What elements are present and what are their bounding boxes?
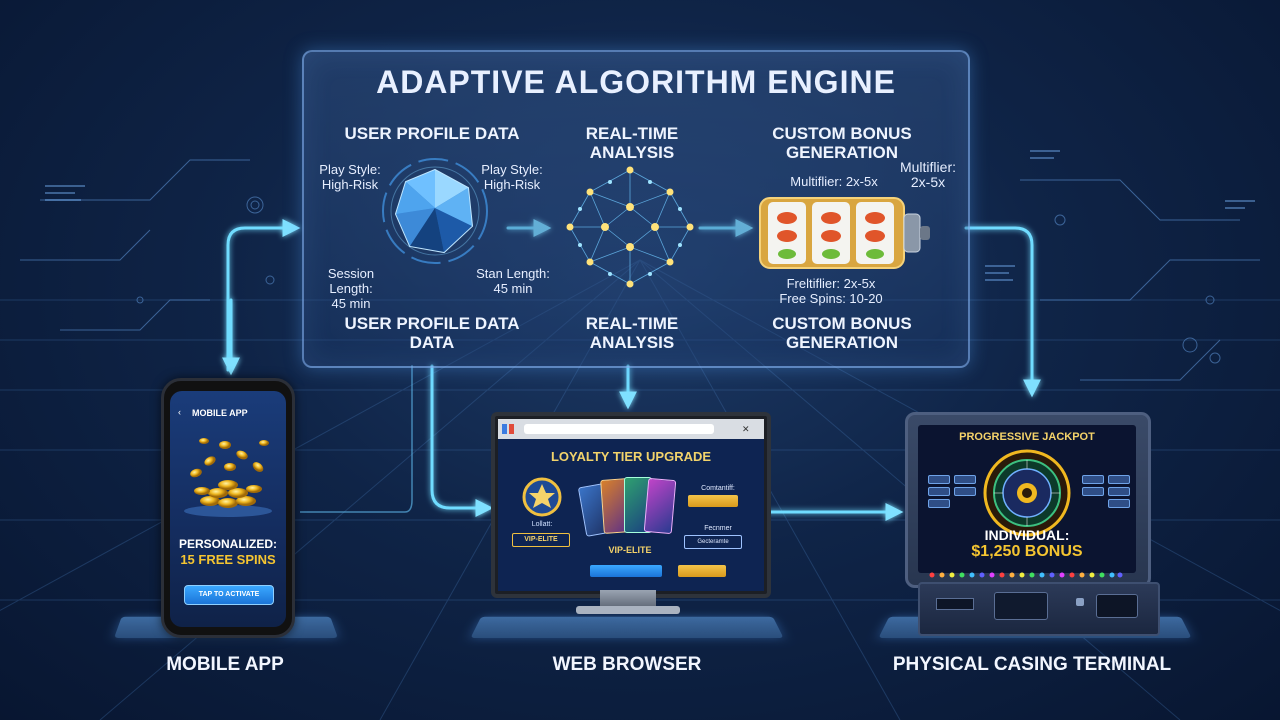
- phone-offer-line2: 15 FREE SPINS: [180, 552, 276, 567]
- user-profile-heading: USER PROFILE DATA: [344, 124, 520, 143]
- web-label: WEB BROWSER: [552, 654, 702, 675]
- phone-offer-line1: PERSONALIZED:: [178, 537, 277, 551]
- card-slot[interactable]: [936, 598, 974, 610]
- back-icon[interactable]: ‹: [178, 407, 181, 417]
- jackpot-line2: $1,250 BONUS: [971, 543, 1083, 560]
- monitor-foot: [576, 606, 680, 614]
- right-label2: Fecnmer: [704, 525, 732, 532]
- terminal-option[interactable]: [1108, 475, 1130, 484]
- terminal-base: [918, 582, 1160, 636]
- terminal-option[interactable]: [928, 475, 950, 484]
- reward-button[interactable]: [688, 495, 738, 507]
- tier-card: [643, 477, 677, 535]
- right-label1: Comtantiff:: [701, 485, 735, 492]
- mobile-label: MOBILE APP: [166, 654, 284, 675]
- engine-panel: ADAPTIVE ALGORITHM ENGINE USER PROFILE D…: [302, 50, 970, 368]
- secondary-action-button[interactable]: [678, 565, 726, 577]
- play-style-right: Play Style:High-Risk: [481, 162, 543, 192]
- gem-icon: [382, 158, 488, 264]
- right-box2: Gecteramte: [684, 535, 742, 549]
- terminal-option[interactable]: [928, 487, 950, 496]
- jackpot-line1: INDIVIDUAL:: [984, 527, 1070, 543]
- web-platform: [470, 616, 784, 638]
- neural-network-icon: [566, 166, 694, 288]
- terminal-option[interactable]: [928, 499, 950, 508]
- close-icon[interactable]: ✕: [742, 424, 750, 434]
- session-length-right: Stan Length:45 min: [476, 266, 550, 296]
- loyalty-banner: LOYALTY TIER UPGRADE: [550, 449, 712, 464]
- primary-action-button[interactable]: [590, 565, 662, 577]
- roulette-wheel-icon: [983, 449, 1071, 537]
- terminal-option[interactable]: [1108, 499, 1130, 508]
- terminal-option[interactable]: [1082, 475, 1104, 484]
- engine-title: ADAPTIVE ALGORITHM ENGINE: [376, 64, 896, 100]
- terminal-screen: PROGRESSIVE JACKPOT INDIVIDUAL: $1,250 B…: [918, 425, 1136, 573]
- bonus-heading: CUSTOM BONUS GENERATION: [772, 124, 912, 162]
- casino-terminal: PROGRESSIVE JACKPOT INDIVIDUAL: $1,250 B…: [905, 412, 1151, 588]
- coins-icon: [184, 438, 272, 517]
- mobile-phone: ‹ MOBILE APP PERSONALIZED: 15 FREE SPINS…: [161, 378, 295, 638]
- vip-elite-center: VIP-ELITE: [608, 545, 652, 555]
- terminal-option[interactable]: [954, 487, 976, 496]
- terminal-button[interactable]: [1076, 598, 1084, 606]
- ticket-slot[interactable]: [1096, 594, 1138, 618]
- url-bar[interactable]: [524, 424, 714, 434]
- left-small-label: Lollatt:: [531, 521, 553, 528]
- led-strip: [929, 572, 1123, 578]
- star-badge-icon: [522, 477, 562, 517]
- terminal-option[interactable]: [954, 475, 976, 484]
- slot-reel-icon: [759, 197, 930, 269]
- tab-icon: [509, 424, 514, 434]
- jackpot-header: PROGRESSIVE JACKPOT: [959, 431, 1095, 443]
- terminal-label: PHYSICAL CASING TERMINAL: [892, 654, 1172, 675]
- terminal-option[interactable]: [1082, 487, 1104, 496]
- multiplier-right: Multiflier:2x-5x: [899, 159, 956, 190]
- multiplier-left: Multiflier: 2x-5x: [790, 174, 878, 189]
- keypad[interactable]: [994, 592, 1048, 620]
- session-length-left: Session Length:45 min: [327, 266, 375, 311]
- tab-icon: [502, 424, 507, 434]
- vip-elite-left-badge: VIP-ELITE: [512, 533, 570, 547]
- web-monitor: ✕ LOYALTY TIER UPGRADE Lollatt: VIP-ELIT…: [491, 412, 771, 598]
- browser-toolbar: ✕: [498, 419, 764, 439]
- monitor-stand: [600, 590, 656, 608]
- phone-screen: ‹ MOBILE APP PERSONALIZED: 15 FREE SPINS…: [170, 391, 286, 627]
- tap-to-activate-button[interactable]: TAP TO ACTIVATE: [184, 585, 274, 605]
- analysis-heading: REAL-TIME ANALYSIS: [585, 124, 679, 162]
- monitor-screen: ✕ LOYALTY TIER UPGRADE Lollatt: VIP-ELIT…: [498, 419, 764, 591]
- play-style-left: Play Style:High-Risk: [319, 162, 381, 192]
- mobile-header: MOBILE APP: [192, 408, 248, 418]
- terminal-option[interactable]: [1108, 487, 1130, 496]
